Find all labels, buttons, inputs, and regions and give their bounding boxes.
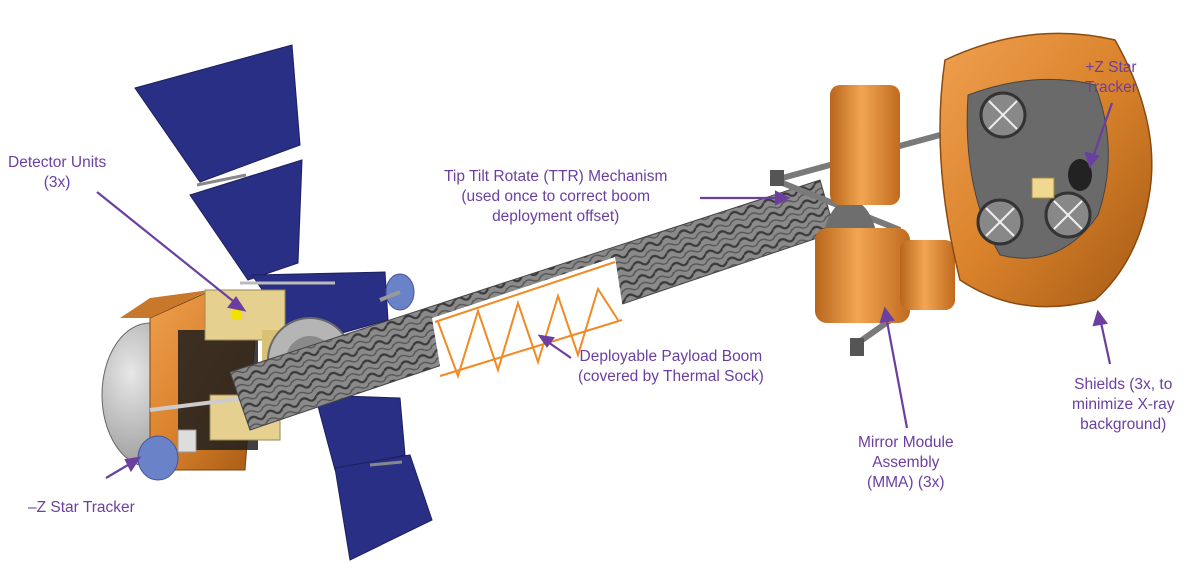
label-line: minimize X-ray: [1072, 396, 1175, 413]
label-line: (covered by Thermal Sock): [578, 368, 764, 385]
label-line: Detector Units: [8, 154, 107, 171]
label-line: (MMA) (3x): [867, 474, 945, 491]
label-line: Deployable Payload Boom: [579, 348, 763, 365]
boom-truss-section: [432, 257, 625, 378]
label-line: background): [1080, 416, 1167, 433]
ttr-mechanism-label: Tip Tilt Rotate (TTR) Mechanism (used on…: [444, 167, 667, 227]
solar-panel: [189, 159, 303, 281]
detector-units-label: Detector Units (3x): [8, 153, 106, 193]
mirror-module: [815, 228, 910, 323]
label-line: +Z Star: [1085, 59, 1137, 76]
label-line: Tracker: [1085, 79, 1137, 96]
minus-z-star-tracker-component: [137, 435, 179, 481]
solar-panel: [314, 394, 406, 471]
mirror-module: [830, 85, 900, 205]
payload-boom-label: Deployable Payload Boom (covered by Ther…: [578, 347, 764, 387]
shields-label: Shields (3x, to minimize X-ray backgroun…: [1072, 375, 1174, 435]
label-line: –Z Star Tracker: [28, 499, 135, 516]
label-line: Shields (3x, to: [1074, 376, 1173, 393]
label-line: Assembly: [872, 454, 940, 471]
mirror-module-assembly-label: Mirror Module Assembly (MMA) (3x): [858, 433, 954, 493]
label-line: (3x): [43, 174, 71, 191]
solar-panel: [334, 454, 433, 561]
minus-z-star-tracker-label: –Z Star Tracker: [28, 498, 135, 518]
plus-z-star-tracker-component: [1068, 159, 1092, 191]
optical-bench: [770, 32, 1153, 356]
mirror-module: [900, 240, 955, 310]
label-line: (used once to correct boom: [461, 188, 651, 205]
plus-z-star-tracker-label: +Z Star Tracker: [1085, 58, 1137, 98]
label-line: Mirror Module: [858, 434, 954, 451]
label-line: deployment offset): [492, 208, 620, 225]
label-line: Tip Tilt Rotate (TTR) Mechanism: [444, 168, 668, 185]
callout-arrows: [96, 102, 1114, 479]
solar-panel: [134, 44, 301, 183]
solar-array: [134, 44, 433, 561]
